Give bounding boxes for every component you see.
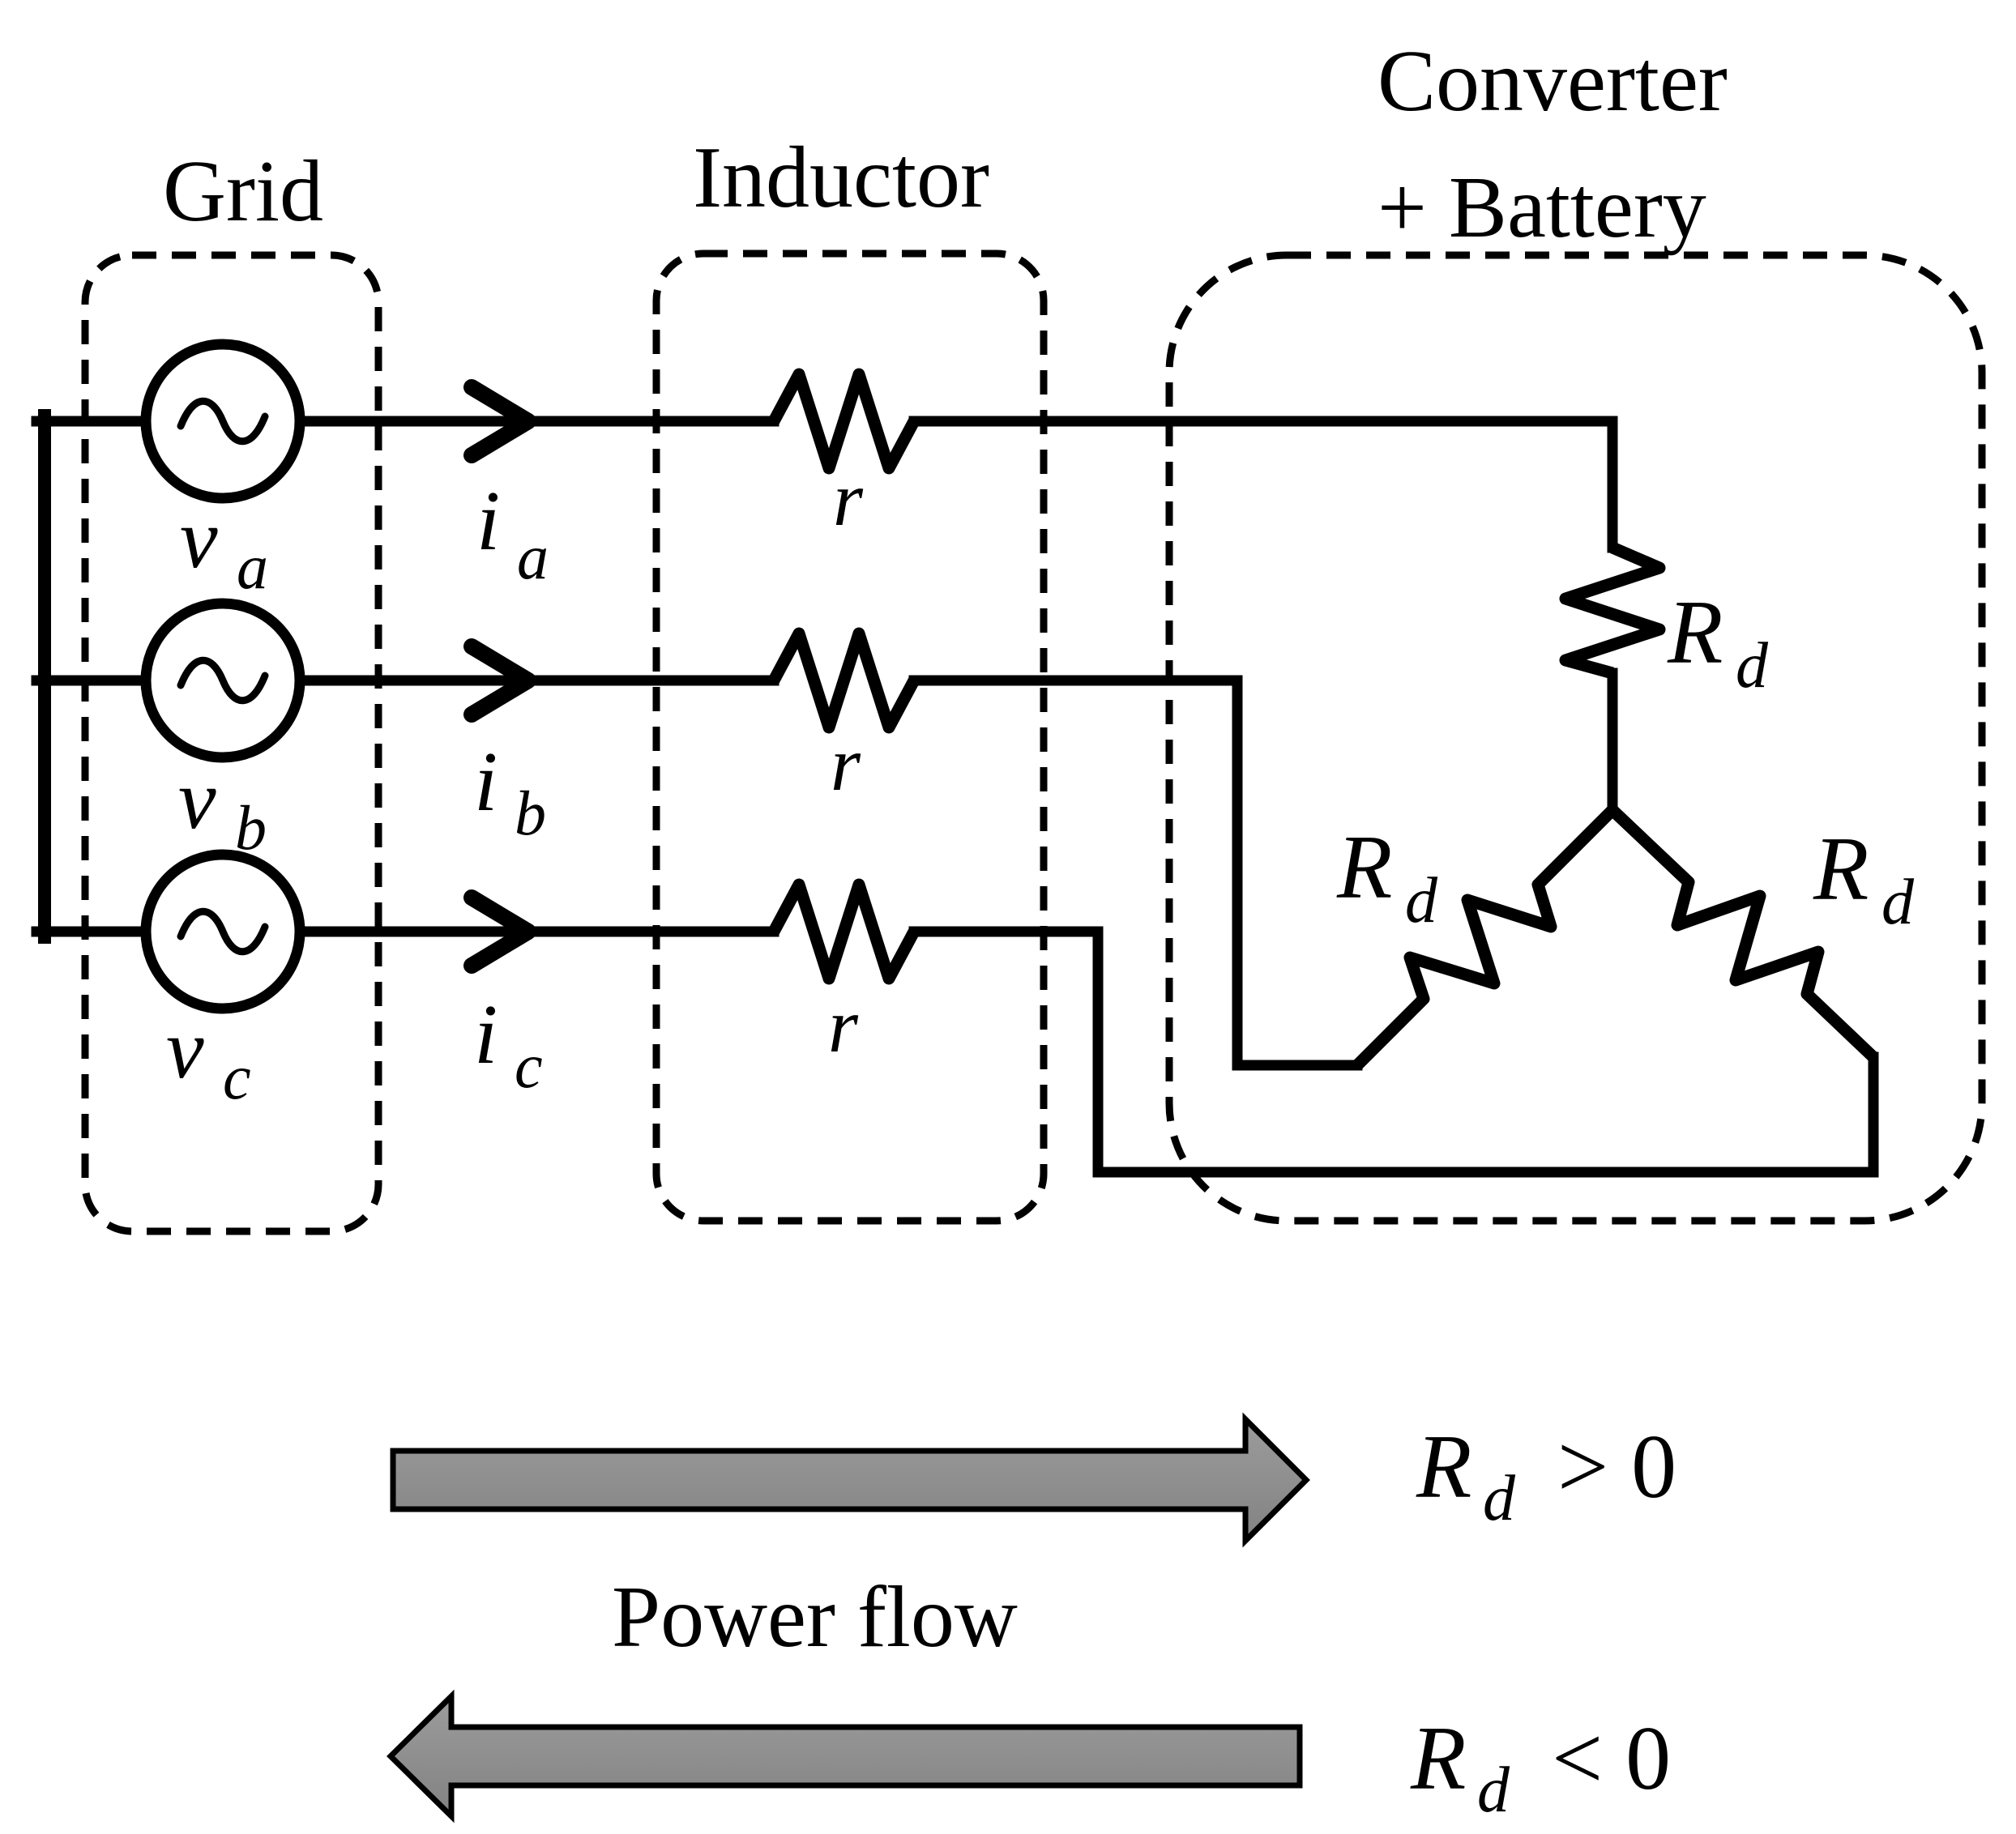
reverse-condition: < 0 xyxy=(1552,1708,1671,1809)
flow-condition-reverse: R d < 0 xyxy=(1410,1708,1671,1826)
inductor-section-label: Inductor xyxy=(693,130,989,226)
current-c-sub: c xyxy=(515,1030,543,1101)
phase-c-wire xyxy=(31,926,1879,1178)
damping-resistor-left xyxy=(1352,805,1617,1070)
damping-right-label: R xyxy=(1813,819,1869,919)
forward-rd-sub: d xyxy=(1483,1463,1516,1534)
converter-battery-box xyxy=(1165,251,1986,1225)
current-arrow-icon-a xyxy=(463,379,536,463)
line-resistor-c xyxy=(768,878,920,985)
converter-section-label-line2: + Battery xyxy=(1377,160,1706,256)
source-c-label: v xyxy=(166,1001,204,1096)
line-resistor-a xyxy=(768,368,920,475)
source-b-label: v xyxy=(178,752,216,847)
current-b-label: i xyxy=(474,734,498,829)
line-resistor-labels: r r r xyxy=(828,456,864,1068)
power-flow-right-arrow-icon xyxy=(390,1412,1310,1548)
damping-left-sub: d xyxy=(1405,865,1438,936)
current-arrow-icon-c xyxy=(463,889,536,974)
forward-rd-label: R xyxy=(1416,1417,1471,1517)
line-resistor-b-label: r xyxy=(831,721,861,807)
damping-resistor-labels: R d R d R d xyxy=(1336,582,1915,938)
power-flow-left-arrow-icon xyxy=(387,1689,1303,1823)
line-resistor-c-label: r xyxy=(828,983,859,1068)
grid-box xyxy=(81,251,382,1235)
line-resistor-b xyxy=(768,627,920,734)
sine-icon xyxy=(177,656,269,705)
phase-b-wire xyxy=(31,675,1363,1071)
source-c-sub: c xyxy=(223,1042,251,1112)
damping-top-label: R xyxy=(1667,582,1723,683)
source-b-sub: b xyxy=(235,792,267,863)
ac-source-b xyxy=(140,598,305,763)
line-resistor-a-label: r xyxy=(833,456,864,542)
damping-left-label: R xyxy=(1336,817,1392,918)
damping-top-sub: d xyxy=(1736,630,1769,702)
damping-right-sub: d xyxy=(1881,867,1915,938)
grid-section-label: Grid xyxy=(163,143,323,240)
flow-condition-forward: R d > 0 xyxy=(1416,1417,1676,1534)
power-flow-label: Power flow xyxy=(612,1569,1018,1666)
forward-condition: > 0 xyxy=(1557,1417,1676,1517)
current-b-sub: b xyxy=(515,778,546,848)
source-labels: v a v b v c xyxy=(166,491,268,1112)
current-arrow-icon-b xyxy=(463,638,536,723)
reverse-rd-sub: d xyxy=(1477,1755,1510,1826)
sine-icon xyxy=(177,907,269,956)
ac-source-a xyxy=(140,339,305,504)
sine-icon xyxy=(177,397,269,446)
damping-resistor-top xyxy=(1559,542,1666,680)
source-a-label: v xyxy=(180,491,218,586)
reverse-rd-label: R xyxy=(1410,1708,1466,1809)
phase-a-wire xyxy=(31,416,1618,816)
current-a-label: i xyxy=(476,473,500,568)
current-a-sub: a xyxy=(517,522,549,592)
damping-resistor-right xyxy=(1608,805,1878,1062)
source-a-sub: a xyxy=(237,531,268,602)
ac-source-c xyxy=(140,849,305,1014)
inductor-box xyxy=(652,250,1048,1225)
converter-section-label-line1: Converter xyxy=(1377,33,1728,130)
current-labels: i a i b i c xyxy=(474,473,549,1101)
current-c-label: i xyxy=(474,987,498,1081)
